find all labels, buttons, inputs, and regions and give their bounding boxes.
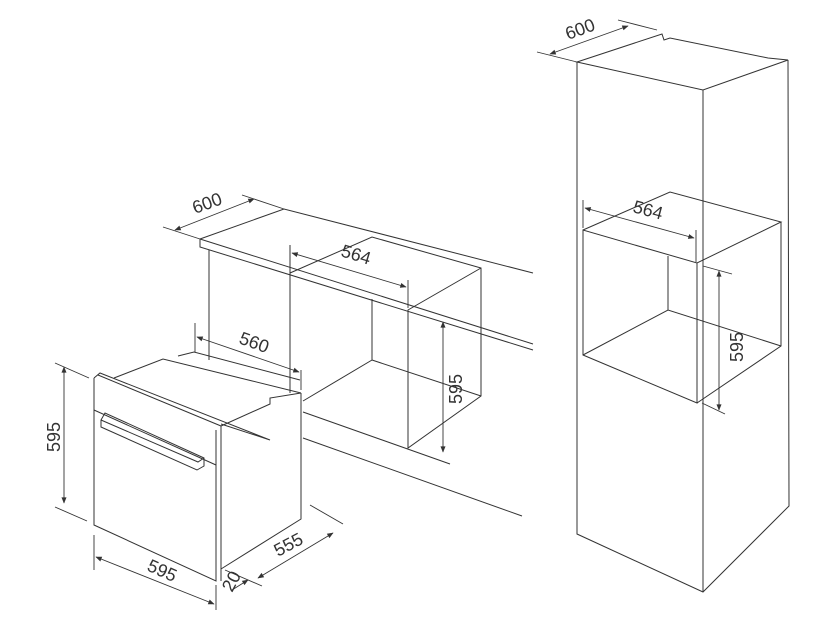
- floor-lines: [302, 411, 523, 517]
- niche-width-dimension: 564: [291, 241, 409, 308]
- oven-side: [220, 393, 302, 570]
- oven-drawing: [93, 351, 302, 582]
- oven-door-dimension: 20: [218, 568, 249, 595]
- cabinet-depth-label: 600: [563, 15, 598, 44]
- counter-depth-label: 600: [190, 189, 225, 218]
- oven-width-label: 595: [144, 555, 180, 585]
- niche-width-label: 564: [339, 241, 374, 269]
- cabinet-body: [576, 59, 790, 593]
- oven-door-top-line: [93, 409, 217, 466]
- oven-handle: [100, 412, 205, 471]
- cabinet-niche: [582, 191, 783, 404]
- tall-cabinet-drawing: [575, 33, 790, 593]
- oven-door-label: 20: [218, 568, 245, 595]
- oven-depth-dimension: 555: [224, 504, 344, 587]
- niche-height-label: 595: [446, 374, 466, 404]
- niche-outline: [289, 236, 482, 449]
- countertop: [199, 208, 534, 351]
- under-counter-niche-drawing: [199, 208, 534, 517]
- oven-depth-label: 555: [270, 529, 306, 561]
- oven-height-label: 595: [44, 422, 64, 452]
- cabinet-niche-width-label: 564: [631, 197, 665, 224]
- cabinet-niche-height-dimension: 595: [701, 265, 747, 415]
- counter-depth-dimension: 600: [162, 189, 285, 240]
- cabinet-niche-width-dimension: 564: [582, 197, 697, 262]
- oven-front-panel: [93, 378, 217, 582]
- oven-front-top: [93, 372, 271, 581]
- niche-height-dimension: 595: [440, 321, 466, 453]
- oven-height-dimension: 595: [44, 362, 90, 522]
- cabinet-niche-height-label: 595: [727, 332, 747, 362]
- cabinet-top: [575, 33, 789, 91]
